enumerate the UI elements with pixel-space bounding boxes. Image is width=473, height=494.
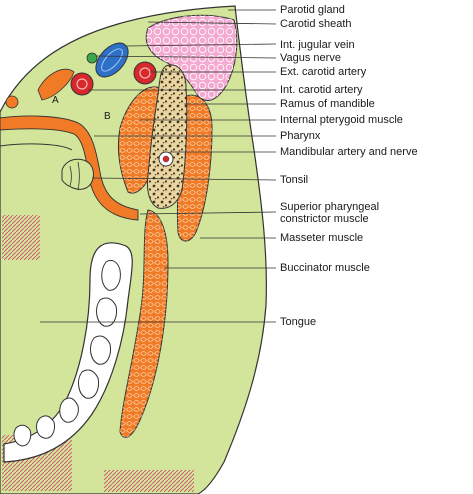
label-masseter-muscle: Masseter muscle — [280, 232, 364, 244]
ext-carotid-artery-shape — [133, 61, 157, 85]
mucosa-hatching-right — [104, 470, 194, 492]
vessel-small-left — [5, 95, 19, 109]
superior-pharyngeal-constrictor-shape — [0, 115, 139, 221]
int-jugular-vein-shape — [95, 42, 129, 78]
pharynx-cavity — [0, 143, 73, 151]
vagus-nerve-shape — [86, 52, 98, 64]
label-parotid-gland: Parotid gland — [280, 4, 345, 16]
label-mandibular-artery-and-nerve: Mandibular artery and nerve — [280, 146, 418, 158]
int-carotid-artery-shape — [70, 72, 94, 96]
label-int-carotid-artery: Int. carotid artery — [280, 84, 363, 96]
marker-a: A — [52, 95, 59, 106]
leader-lines — [40, 9, 277, 323]
label-internal-pterygoid-muscle: Internal pterygoid muscle — [280, 114, 403, 126]
label-superior-pharyngeal-constrictor-muscle: Superior pharyngeal constrictor muscle — [280, 201, 380, 225]
label-buccinator-muscle: Buccinator muscle — [280, 262, 370, 274]
marker-b: B — [104, 111, 111, 122]
dental-arch — [3, 242, 133, 463]
mucosa-hatching-upper — [2, 215, 40, 260]
label-tonsil: Tonsil — [280, 174, 309, 186]
label-int-jugular-vein: Int. jugular vein — [280, 39, 355, 51]
label-pharynx: Pharynx — [280, 130, 321, 142]
label-vagus-nerve: Vagus nerve — [280, 52, 341, 64]
label-tongue: Tongue — [280, 316, 317, 328]
label-carotid-sheath: Carotid sheath — [280, 18, 352, 30]
label-ramus-of-mandible: Ramus of mandible — [280, 98, 375, 110]
teeth — [13, 259, 121, 447]
muscle-small-top — [37, 68, 75, 101]
label-ext-carotid-artery: Ext. carotid artery — [280, 66, 367, 78]
